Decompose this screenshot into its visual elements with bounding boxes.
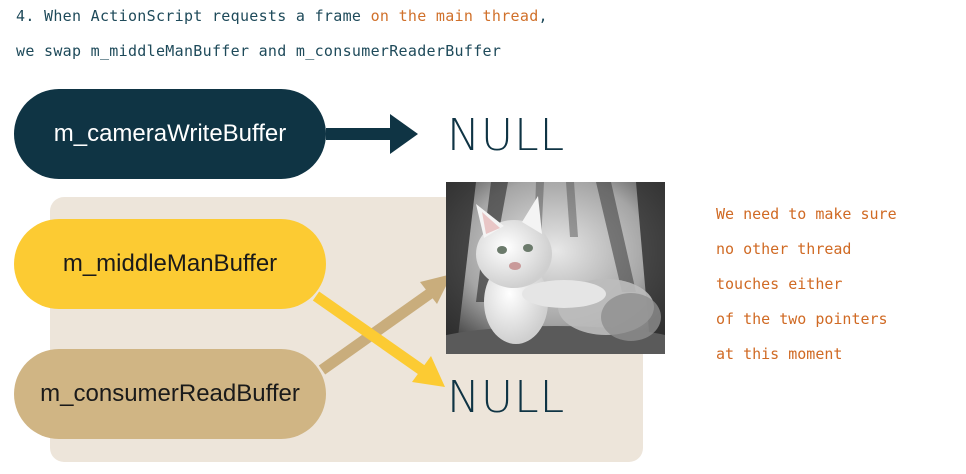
heading-line-1-suffix: , bbox=[538, 7, 548, 25]
cat-selfie-photo bbox=[446, 182, 665, 354]
null-target-bottom: NULL bbox=[447, 372, 566, 423]
heading-line-2: we swap m_middleManBuffer and m_consumer… bbox=[16, 42, 502, 60]
heading-line-1-prefix: 4. When ActionScript requests a frame bbox=[16, 7, 371, 25]
middle-man-buffer-label: m_middleManBuffer bbox=[62, 250, 278, 277]
consumer-read-buffer-node: m_consumerReadBuffer bbox=[14, 349, 326, 439]
note-text: We need to make sure no other thread tou… bbox=[716, 197, 897, 372]
note-line-2: no other thread bbox=[716, 240, 852, 258]
note-line-4: of the two pointers bbox=[716, 310, 888, 328]
camera-to-null-arrow bbox=[326, 114, 418, 154]
heading-highlight: on the main thread bbox=[370, 7, 539, 25]
null-target-top: NULL bbox=[447, 110, 566, 161]
camera-write-buffer-node: m_cameraWriteBuffer bbox=[14, 89, 326, 179]
note-line-1: We need to make sure bbox=[716, 205, 897, 223]
heading-line-1: 4. When ActionScript requests a frame on… bbox=[16, 7, 548, 25]
consumer-to-photo-arrow bbox=[318, 274, 452, 375]
middle-to-null-arrow bbox=[312, 291, 445, 387]
note-line-5: at this moment bbox=[716, 345, 843, 363]
consumer-read-buffer-label: m_consumerReadBuffer bbox=[40, 380, 300, 407]
cat-photo-image bbox=[446, 182, 665, 354]
middle-man-buffer-node: m_middleManBuffer bbox=[14, 219, 326, 309]
note-line-3: touches either bbox=[716, 275, 843, 293]
camera-write-buffer-label: m_cameraWriteBuffer bbox=[53, 120, 287, 147]
